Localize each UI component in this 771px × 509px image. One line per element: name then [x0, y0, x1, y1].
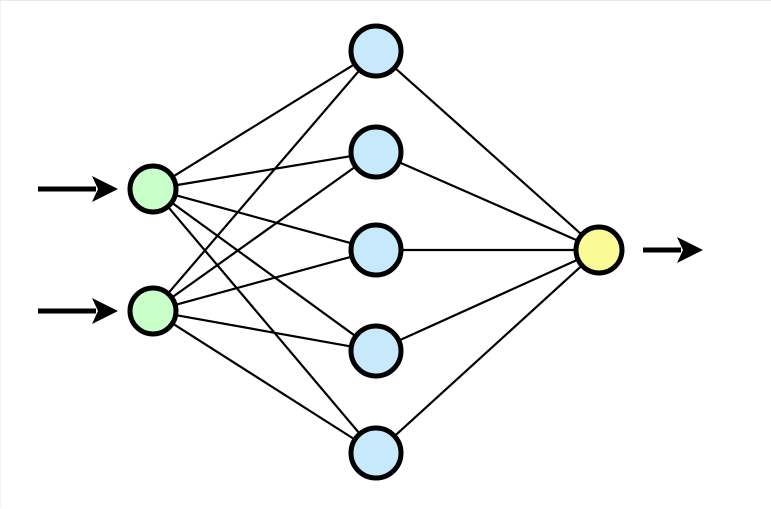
edge-h2-o1 [396, 160, 581, 243]
in-arrow-1-head [92, 176, 118, 202]
edge-i2-h2 [169, 164, 358, 300]
node-i1[interactable] [127, 163, 179, 215]
node-h3[interactable] [348, 222, 404, 278]
node-h1[interactable] [348, 23, 404, 79]
node-i2[interactable] [127, 285, 179, 337]
edge-h4-o1 [396, 257, 581, 343]
edge-h1-o1 [392, 65, 585, 237]
node-h5[interactable] [348, 425, 404, 481]
edges-group [165, 62, 585, 442]
edge-i2-h1 [165, 67, 362, 296]
out-arrow-1-head [677, 237, 703, 263]
edge-i2-h5 [170, 321, 358, 442]
io-arrows-group [38, 176, 703, 324]
edge-h5-o1 [392, 263, 585, 439]
node-h2[interactable] [348, 124, 404, 180]
edge-i2-h4 [173, 313, 354, 348]
node-o1[interactable] [573, 224, 625, 276]
nodes-group [127, 23, 625, 481]
edge-i1-h2 [173, 154, 354, 187]
node-h4[interactable] [348, 323, 404, 379]
edge-i1-h3 [172, 193, 355, 245]
edge-i1-h4 [169, 200, 359, 339]
in-arrow-2-head [92, 298, 118, 324]
edge-i2-h3 [172, 255, 355, 307]
edge-i1-h1 [170, 62, 358, 179]
edge-i1-h5 [165, 204, 362, 437]
